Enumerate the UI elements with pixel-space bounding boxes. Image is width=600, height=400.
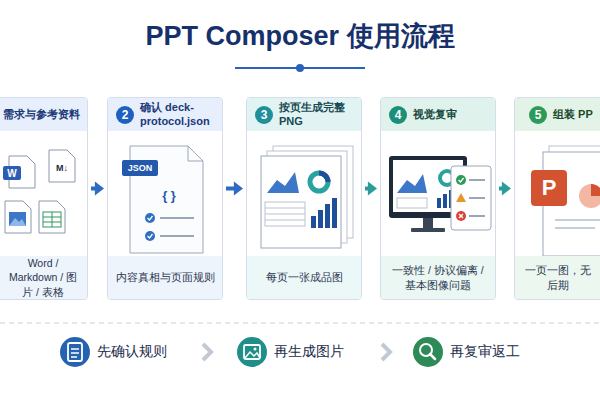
step-panel: 需求与参考资料 Word / Markdown / 图片 / 表格 W M↓ (0, 97, 88, 300)
step-caption: Word / Markdown / 图片 / 表格 (0, 256, 87, 299)
step-heading: 组装 PP (553, 108, 593, 121)
app-icon-letter: P (531, 170, 567, 206)
step-number: 4 (389, 106, 407, 124)
flow-arrow (226, 182, 243, 196)
diagram-title: PPT Composer 使用流程 (0, 18, 600, 54)
principle-text: 再生成图片 (274, 342, 374, 362)
file-badge: W (3, 166, 21, 180)
json-tag: JSON (122, 160, 158, 176)
step-panel: 2 确认 deck-protocol.json 内容真相与页面规则 JSON { } (107, 97, 223, 300)
panel-header: 5 组装 PP (515, 98, 600, 131)
panel-header: 2 确认 deck-protocol.json (108, 98, 222, 131)
principle-text: 先确认规则 (97, 342, 197, 362)
step-heading: 视觉复审 (413, 108, 457, 121)
step-panel: 3 按页生成完整 PNG 每页一张成品图 (246, 97, 362, 300)
code-braces: { } (152, 186, 186, 204)
step-caption: 一致性 / 协议偏离 / 基本图像问题 (381, 256, 495, 299)
panel-header: 需求与参考资料 (0, 98, 87, 131)
step-caption: 一页一图，无后期 (515, 256, 600, 299)
flow-arrow (91, 182, 104, 196)
step-number: 2 (116, 106, 134, 124)
flow-arrow (365, 182, 377, 196)
step-heading: 需求与参考资料 (3, 108, 80, 121)
panel-header: 3 按页生成完整 PNG (247, 98, 361, 131)
step-heading: 按页生成完整 PNG (279, 101, 356, 127)
flow-arrow (499, 182, 511, 196)
step-number: 3 (255, 106, 273, 124)
step-caption: 每页一张成品图 (247, 256, 361, 299)
panel-header: 4 视觉复审 (381, 98, 495, 131)
file-badge: M↓ (49, 158, 75, 178)
step-panel: 5 组装 PP 一页一图，无后期 P (514, 97, 600, 300)
step-heading: 确认 deck-protocol.json (140, 101, 217, 127)
principle-text: 再复审返工 (450, 342, 550, 362)
step-panel: 4 视觉复审一致性 / 协议偏离 / 基本图像问题 (380, 97, 496, 300)
step-number: 5 (529, 106, 547, 124)
step-caption: 内容真相与页面规则 (108, 256, 222, 299)
